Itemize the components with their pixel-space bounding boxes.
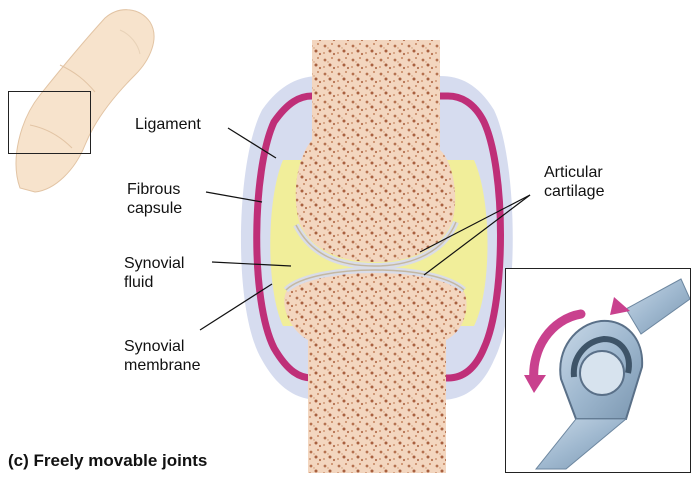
finger-detail-box: [8, 91, 91, 154]
ligament-label: Ligament: [135, 115, 201, 134]
hinge-joint-model: [506, 269, 690, 472]
upper-bone: [296, 40, 456, 266]
figure-caption: (c) Freely movable joints: [8, 451, 207, 471]
hinge-joint-inset: [505, 268, 691, 473]
fibrous-capsule-label: Fibrous capsule: [127, 180, 182, 218]
articular-cartilage-label: Articular cartilage: [544, 163, 604, 201]
synovial-membrane-label: Synovial membrane: [124, 337, 200, 375]
synovial-fluid-label: Synovial fluid: [124, 254, 184, 292]
lower-bone: [284, 270, 466, 473]
